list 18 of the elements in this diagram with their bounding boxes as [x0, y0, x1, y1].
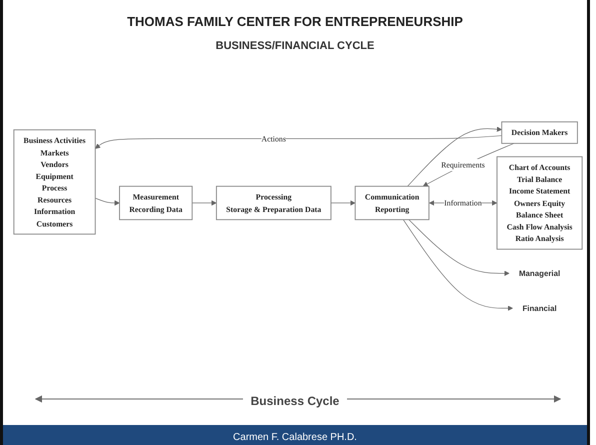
arrow [422, 142, 514, 186]
author-text: Carmen F. Calabrese PH.D. [233, 432, 357, 443]
arrow [403, 218, 514, 310]
arrow [330, 200, 356, 206]
subtitle: BUSINESS/FINANCIAL CYCLE [214, 40, 376, 52]
node-box [354, 185, 430, 220]
title: THOMAS FAMILY CENTER FOR ENTREPRENEURSHIP [126, 14, 464, 29]
arrow [94, 197, 120, 206]
node-box [501, 120, 578, 144]
arrow [408, 218, 510, 276]
node-box [119, 185, 193, 220]
arrow [407, 126, 502, 186]
arrow [192, 200, 217, 206]
cycle-label: Business Cycle [242, 394, 348, 408]
arrow [95, 134, 502, 148]
node-box [496, 156, 583, 250]
node-box [13, 128, 96, 234]
node-box [216, 185, 332, 220]
